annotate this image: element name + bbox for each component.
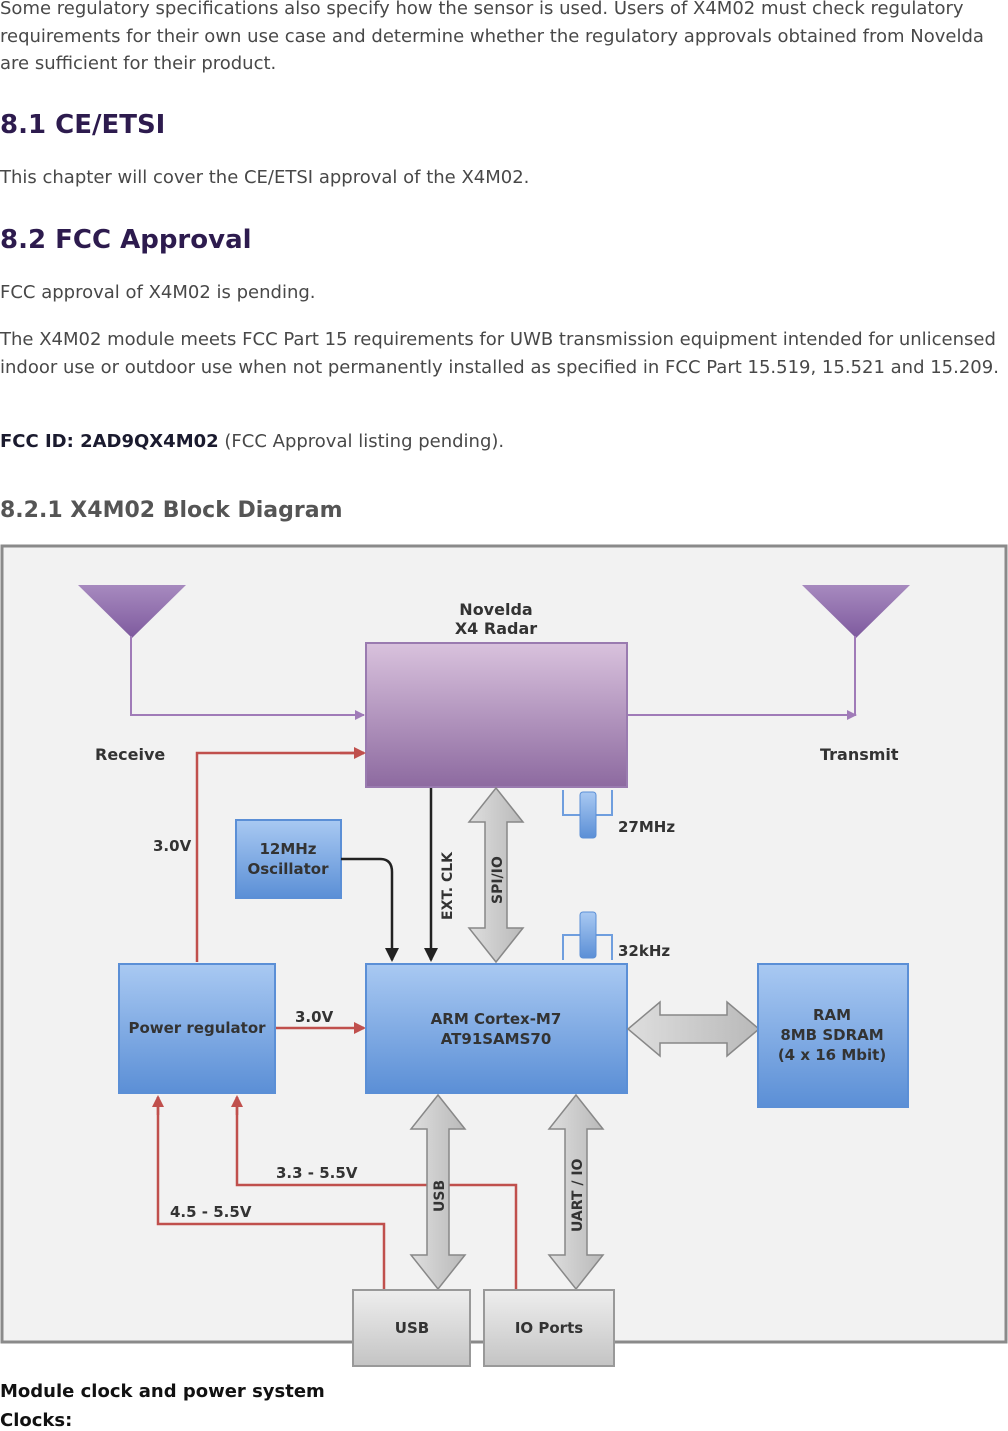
fcc-pending-paragraph: FCC approval of X4M02 is pending. <box>0 282 316 303</box>
supply-line-usb <box>156 1097 386 1292</box>
oscillator-line2: Oscillator <box>248 860 330 878</box>
heading-ce-etsi: 8.1 CE/ETSI <box>0 110 166 140</box>
ce-etsi-paragraph: This chapter will cover the CE/ETSI appr… <box>0 167 530 188</box>
transmit-antenna-icon <box>802 585 910 638</box>
crystal-32khz-label: 32kHz <box>618 942 670 960</box>
ext-clk-label: EXT. CLK <box>440 851 456 920</box>
crystal-32khz-icon <box>562 911 613 960</box>
supply-line-io-ports <box>235 1097 518 1292</box>
receive-label: Receive <box>95 745 165 764</box>
ram-line3: (4 x 16 Mbit) <box>778 1046 886 1064</box>
transmit-label: Transmit <box>820 745 899 764</box>
fcc-part15-paragraph: The X4M02 module meets FCC Part 15 requi… <box>0 329 999 378</box>
arm-cortex-m7-block <box>365 963 628 1094</box>
radar-title-line1: Novelda <box>459 600 532 619</box>
power-regulator-block <box>118 963 276 1094</box>
intro-paragraph: Some regulatory specifications also spec… <box>0 0 984 74</box>
io-ports-label: IO Ports <box>515 1319 583 1337</box>
power-regulator-label: Power regulator <box>128 1019 266 1037</box>
heading-fcc-approval: 8.2 FCC Approval <box>0 225 252 255</box>
voltage-3v3-5v5-label: 3.3 - 5.5V <box>276 1164 358 1182</box>
fcc-id-note: (FCC Approval listing pending). <box>218 431 505 452</box>
receive-antenna-icon <box>78 585 186 638</box>
spi-io-bus-arrow <box>467 786 525 964</box>
receive-signal-line <box>130 636 365 720</box>
x4m02-block-diagram: Novelda X4 Radar Receive Transmit 27MHz … <box>0 544 1008 1367</box>
subheading-clocks: Clocks: <box>0 1410 73 1431</box>
crystal-27mhz-icon <box>562 790 613 839</box>
arm-line1: ARM Cortex-M7 <box>431 1010 562 1028</box>
novelda-x4-radar-block <box>365 642 628 788</box>
arm-line2: AT91SAMS70 <box>441 1030 552 1048</box>
oscillator-12mhz-block <box>235 819 342 899</box>
power-line-radar <box>195 751 364 962</box>
oscillator-clock-line <box>341 857 399 962</box>
uart-io-label: UART / IO <box>570 1158 586 1232</box>
crystal-27mhz-label: 27MHz <box>618 818 675 836</box>
voltage-4v5-5v5-label: 4.5 - 5.5V <box>170 1203 252 1221</box>
usb-connector-block <box>352 1289 471 1367</box>
usb-bus-label: USB <box>432 1180 448 1212</box>
fcc-id-label: FCC ID: 2AD9QX4M02 <box>0 431 219 452</box>
io-ports-block <box>483 1289 615 1367</box>
heading-block-diagram: 8.2.1 X4M02 Block Diagram <box>0 498 343 523</box>
voltage-3v0-arm-label: 3.0V <box>295 1008 334 1026</box>
voltage-3v0-radar-label: 3.0V <box>153 837 192 855</box>
spi-io-label: SPI/IO <box>490 856 506 904</box>
subheading-clock-power: Module clock and power system <box>0 1381 325 1402</box>
fcc-id-line: FCC ID: 2AD9QX4M02 (FCC Approval listing… <box>0 428 1004 456</box>
ram-block <box>757 963 909 1108</box>
usb-connector-label: USB <box>395 1319 429 1337</box>
ram-line1: RAM <box>813 1006 851 1024</box>
ram-line2: 8MB SDRAM <box>780 1026 883 1044</box>
radar-title-line2: X4 Radar <box>455 619 537 638</box>
oscillator-line1: 12MHz <box>259 840 316 858</box>
